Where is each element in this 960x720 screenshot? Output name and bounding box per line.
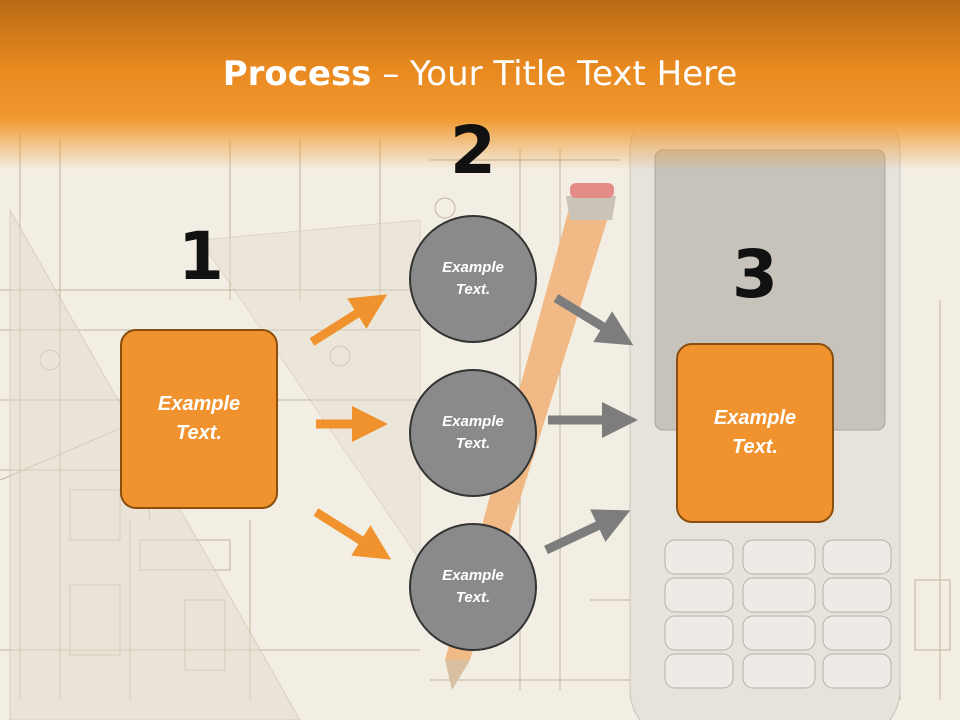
arrow-circle-3-to-box <box>544 509 631 555</box>
step-number-3: 3 <box>732 236 778 313</box>
step-number-1: 1 <box>178 218 224 295</box>
arrow-circle-1-to-box <box>553 294 634 346</box>
arrow-box-to-circle-1 <box>309 294 388 346</box>
slide-title: Process – Your Title Text Here <box>0 54 960 94</box>
title-bold: Process <box>222 54 372 94</box>
step-number-2: 2 <box>450 112 496 189</box>
title-rest: – Your Title Text Here <box>371 54 738 94</box>
arrow-box-to-circle-3 <box>313 508 392 560</box>
title-bar <box>0 0 960 170</box>
